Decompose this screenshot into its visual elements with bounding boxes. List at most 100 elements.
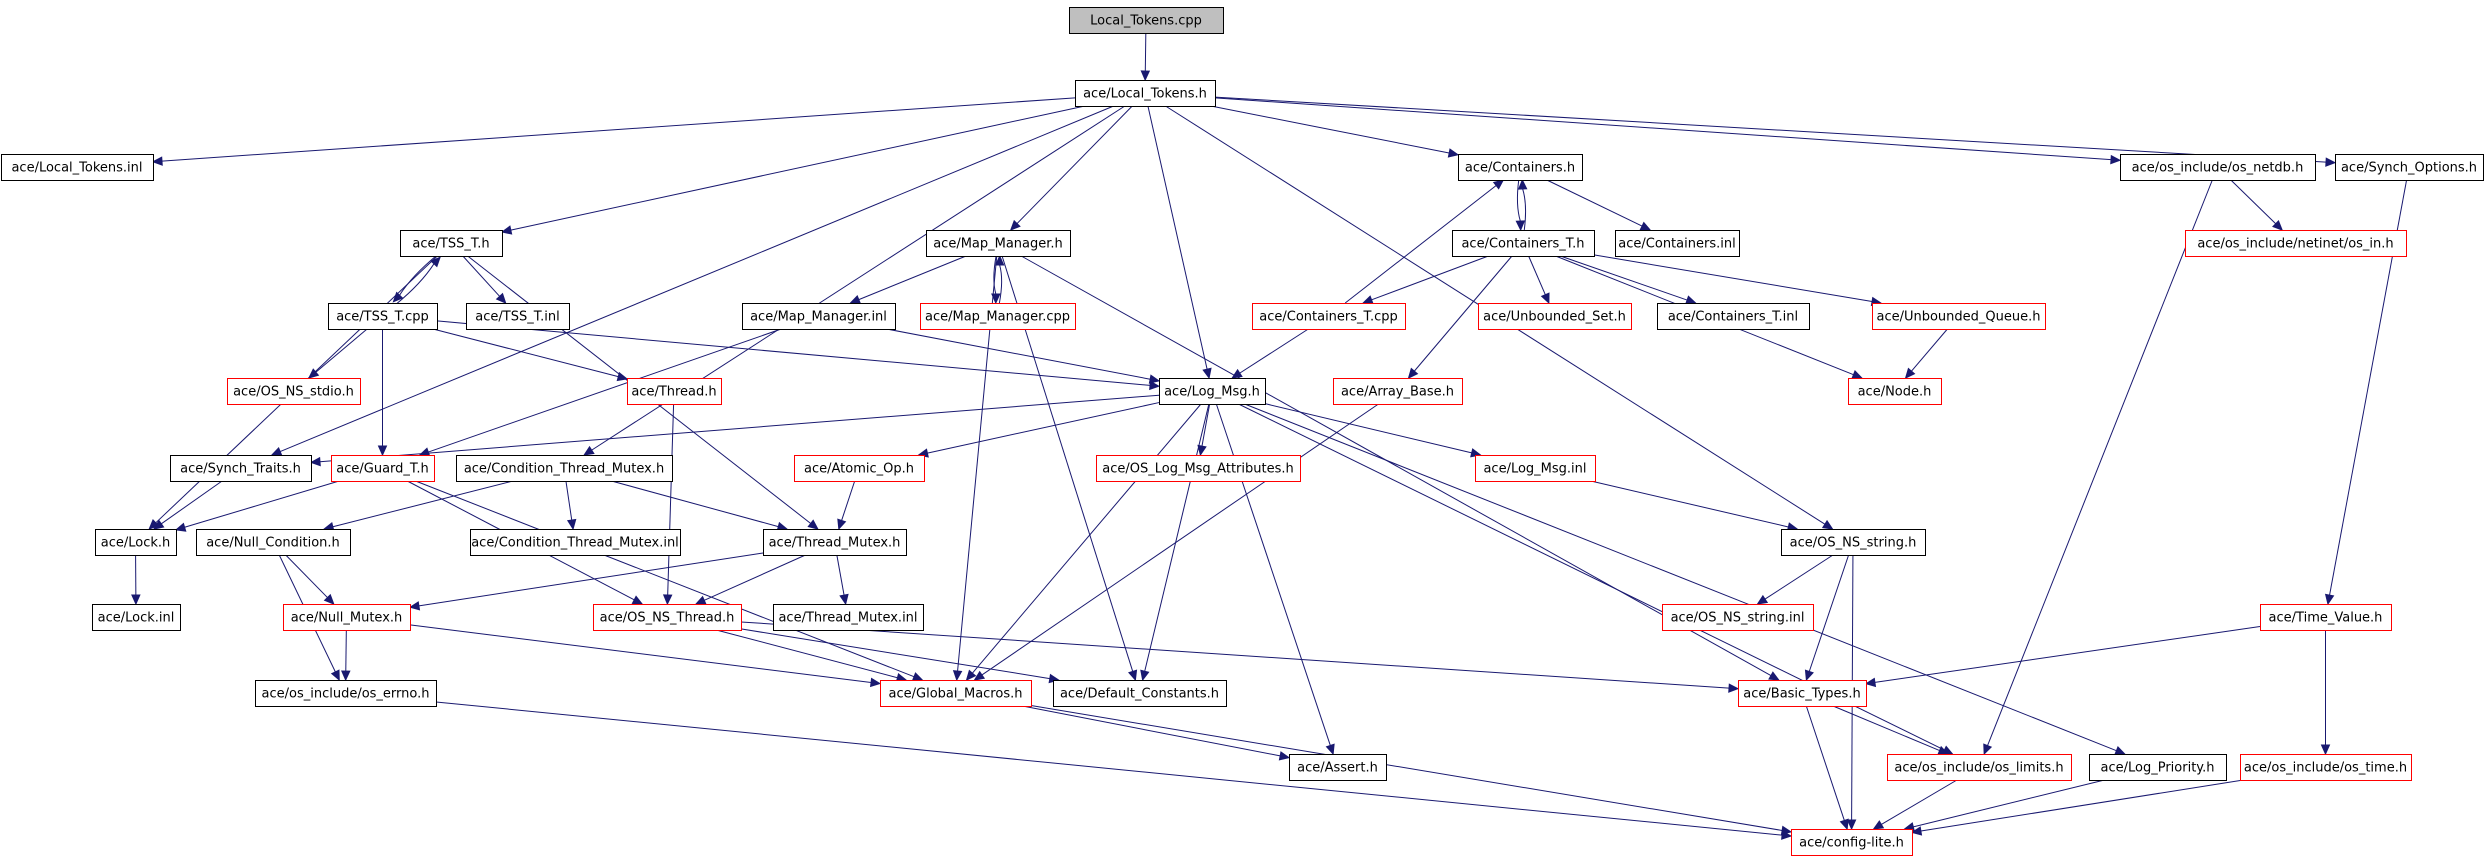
node-map-manager-h[interactable]: ace/Map_Manager.h xyxy=(926,230,1071,257)
edge-arrowhead xyxy=(1140,70,1151,82)
node-containers-inl[interactable]: ace/Containers.inl xyxy=(1615,230,1740,257)
node-tss-t-h[interactable]: ace/TSS_T.h xyxy=(400,230,503,257)
node-local-tokens-h[interactable]: ace/Local_Tokens.h xyxy=(1075,80,1216,107)
node-local-tokens-inl[interactable]: ace/Local_Tokens.inl xyxy=(1,154,154,181)
node-os-limits-h[interactable]: ace/os_include/os_limits.h xyxy=(1887,754,2072,781)
node-synch-options-h[interactable]: ace/Synch_Options.h xyxy=(2335,154,2484,181)
node-box xyxy=(1096,455,1301,482)
node-label: ace/TSS_T.cpp xyxy=(336,310,429,325)
node-label: ace/Map_Manager.cpp xyxy=(925,310,1070,325)
node-label: ace/Containers_T.cpp xyxy=(1259,310,1397,325)
edge-condition_thread_mutex_h-to-condition_thread_mutex_inl xyxy=(565,480,577,531)
node-containers-t-inl[interactable]: ace/Containers_T.inl xyxy=(1657,303,1810,330)
node-log-priority-h[interactable]: ace/Log_Priority.h xyxy=(2089,754,2227,781)
node-atomic-op-h[interactable]: ace/Atomic_Op.h xyxy=(794,455,925,482)
node-thread-h[interactable]: ace/Thread.h xyxy=(627,378,722,405)
node-thread-mutex-h[interactable]: ace/Thread_Mutex.h xyxy=(763,529,907,556)
node-map-manager-cpp[interactable]: ace/Map_Manager.cpp xyxy=(920,303,1076,330)
node-lock-inl[interactable]: ace/Lock.inl xyxy=(92,604,181,631)
node-os-errno-h[interactable]: ace/os_include/os_errno.h xyxy=(255,680,437,707)
edge-containers_t_cpp-to-containers_h xyxy=(1344,179,1505,304)
node-log-msg-h[interactable]: ace/Log_Msg.h xyxy=(1159,378,1266,405)
node-map-manager-inl[interactable]: ace/Map_Manager.inl xyxy=(742,303,896,330)
node-containers-t-cpp[interactable]: ace/Containers_T.cpp xyxy=(1252,303,1406,330)
edge-log_msg_h-to-log_priority_h xyxy=(1244,403,2126,755)
node-node-h[interactable]: ace/Node.h xyxy=(1848,378,1942,405)
node-config-lite-h[interactable]: ace/config-lite.h xyxy=(1791,829,1913,856)
edge-local_tokens_h-to-synch_options_h xyxy=(1214,96,2337,167)
node-null-mutex-h[interactable]: ace/Null_Mutex.h xyxy=(283,604,411,631)
node-box xyxy=(95,529,177,556)
node-label: ace/Lock.inl xyxy=(98,611,175,626)
node-box xyxy=(283,604,411,631)
edge-line xyxy=(161,97,1076,162)
node-netinet-os-in-h[interactable]: ace/os_include/netinet/os_in.h xyxy=(2185,230,2407,257)
node-basic-types-h[interactable]: ace/Basic_Types.h xyxy=(1738,680,1867,707)
node-tss-t-cpp[interactable]: ace/TSS_T.cpp xyxy=(328,303,438,330)
edge-line xyxy=(1371,255,1489,301)
edge-thread_mutex_h-to-os_ns_thread_h xyxy=(694,554,806,605)
edge-line xyxy=(409,624,872,683)
edge-line xyxy=(1920,779,2244,832)
node-default-constants-h[interactable]: ace/Default_Constants.h xyxy=(1053,680,1227,707)
node-os-ns-string-h[interactable]: ace/OS_NS_string.h xyxy=(1781,529,1926,556)
edge-line xyxy=(1764,554,1834,600)
edge-arrowhead xyxy=(1128,669,1138,682)
edge-line xyxy=(1560,255,1688,301)
edge-arrowhead xyxy=(418,447,431,457)
edge-arrowhead xyxy=(849,295,862,304)
node-box xyxy=(593,604,742,631)
edge-local_tokens_h-to-map_manager_h xyxy=(1009,105,1133,231)
edge-line xyxy=(740,628,1050,680)
node-synch-traits-h[interactable]: ace/Synch_Traits.h xyxy=(170,455,312,482)
edge-log_msg_h-to-atomic_op_h xyxy=(917,402,1160,458)
node-guard-t-h[interactable]: ace/Guard_T.h xyxy=(331,455,435,482)
node-lock-h[interactable]: ace/Lock.h xyxy=(95,529,177,556)
edge-thread_mutex_h-to-null_mutex_h xyxy=(408,552,764,611)
node-os-ns-thread-h[interactable]: ace/OS_NS_Thread.h xyxy=(593,604,742,631)
edge-line xyxy=(886,328,1151,380)
node-condition-thread-mutex-h[interactable]: ace/Condition_Thread_Mutex.h xyxy=(456,455,673,482)
node-label: ace/OS_NS_string.h xyxy=(1790,536,1917,551)
node-os-log-msg-attributes-h[interactable]: ace/OS_Log_Msg_Attributes.h xyxy=(1096,455,1301,482)
edge-containers_t_h-to-unbounded_set_h xyxy=(1528,255,1550,305)
edge-os_netdb_h-to-os_limits_h xyxy=(1983,179,2213,756)
node-os-time-h[interactable]: ace/os_include/os_time.h xyxy=(2240,754,2412,781)
node-unbounded-set-h[interactable]: ace/Unbounded_Set.h xyxy=(1478,303,1632,330)
node-box xyxy=(1289,754,1387,781)
node-box xyxy=(880,680,1032,707)
node-box xyxy=(1333,378,1463,405)
node-null-condition-h[interactable]: ace/Null_Condition.h xyxy=(196,529,351,556)
node-log-msg-inl[interactable]: ace/Log_Msg.inl xyxy=(1475,455,1596,482)
node-array-base-h[interactable]: ace/Array_Base.h xyxy=(1333,378,1463,405)
node-unbounded-queue-h[interactable]: ace/Unbounded_Queue.h xyxy=(1872,303,2046,330)
edge-arrowhead xyxy=(662,594,673,606)
node-os-ns-stdio-h[interactable]: ace/OS_NS_stdio.h xyxy=(227,378,361,405)
edge-time_value_h-to-os_time_h xyxy=(2320,629,2331,756)
node-box xyxy=(466,303,570,330)
node-containers-h[interactable]: ace/Containers.h xyxy=(1458,154,1583,181)
edge-line xyxy=(1144,32,1147,72)
node-tss-t-inl[interactable]: ace/TSS_T.inl xyxy=(466,303,570,330)
node-label: ace/os_include/netinet/os_in.h xyxy=(2197,237,2393,252)
node-time-value-h[interactable]: ace/Time_Value.h xyxy=(2260,604,2392,631)
node-label: ace/TSS_T.h xyxy=(412,237,489,252)
edge-line xyxy=(1593,254,1873,303)
edge-basic_types_h-to-os_limits_h xyxy=(1832,705,1950,755)
node-thread-mutex-inl[interactable]: ace/Thread_Mutex.inl xyxy=(773,604,924,631)
node-box xyxy=(456,455,673,482)
edge-line xyxy=(981,403,1379,676)
edge-null_mutex_h-to-os_errno_h xyxy=(341,629,351,682)
node-containers-t-h[interactable]: ace/Containers_T.h xyxy=(1452,230,1595,257)
node-assert-h[interactable]: ace/Assert.h xyxy=(1289,754,1387,781)
node-global-macros-h[interactable]: ace/Global_Macros.h xyxy=(880,680,1032,707)
node-os-netdb-h[interactable]: ace/os_include/os_netdb.h xyxy=(2120,154,2316,181)
node-label: ace/Map_Manager.inl xyxy=(750,310,887,325)
edge-arrowhead xyxy=(1839,818,1849,831)
node-label: ace/Local_Tokens.inl xyxy=(11,161,142,176)
edge-line xyxy=(1244,403,2117,752)
node-os-ns-string-inl[interactable]: ace/OS_NS_string.inl xyxy=(1662,604,1814,631)
node-condition-thread-mutex-inl[interactable]: ace/Condition_Thread_Mutex.inl xyxy=(470,529,681,556)
edge-arrowhead xyxy=(1197,444,1207,457)
edge-arrowhead xyxy=(616,371,629,382)
